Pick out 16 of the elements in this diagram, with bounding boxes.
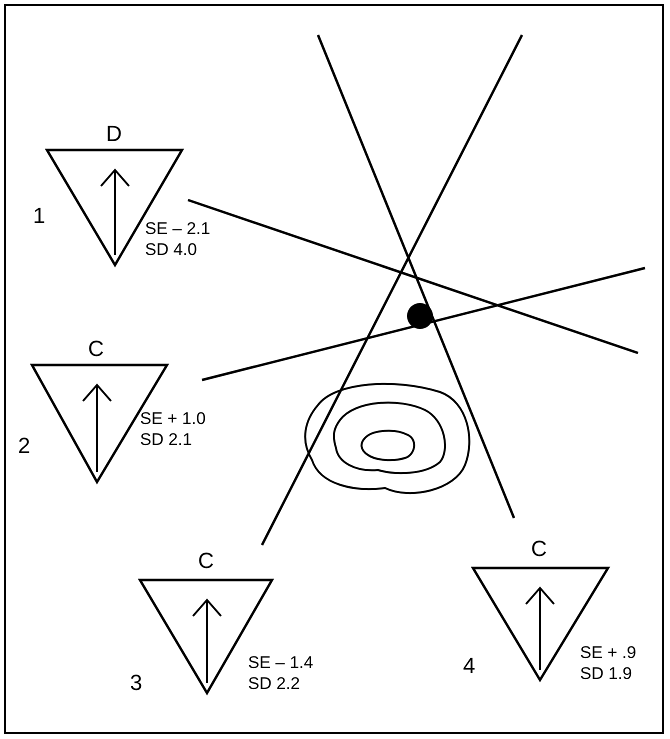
- sensor-label: C: [531, 538, 547, 560]
- sensor-number: 4: [463, 655, 476, 677]
- statistic-label: SE – 1.4: [248, 654, 314, 671]
- statistic-label: SE – 2.1: [145, 220, 210, 237]
- statistic-label: SE + .9: [580, 644, 636, 661]
- statistic-label: SD 2.1: [140, 431, 192, 448]
- sensor-number: 1: [33, 205, 46, 227]
- statistic-label: SE + 1.0: [140, 410, 206, 427]
- sensor-label: C: [198, 550, 214, 572]
- sensor-number: 3: [130, 672, 142, 694]
- sensor-label: C: [88, 338, 104, 360]
- statistic-label: SD 1.9: [580, 665, 632, 682]
- sensor-label: D: [106, 123, 122, 145]
- statistic-label: SD 4.0: [145, 241, 197, 258]
- sensor-number: 2: [18, 435, 30, 457]
- statistic-label: SD 2.2: [248, 675, 300, 692]
